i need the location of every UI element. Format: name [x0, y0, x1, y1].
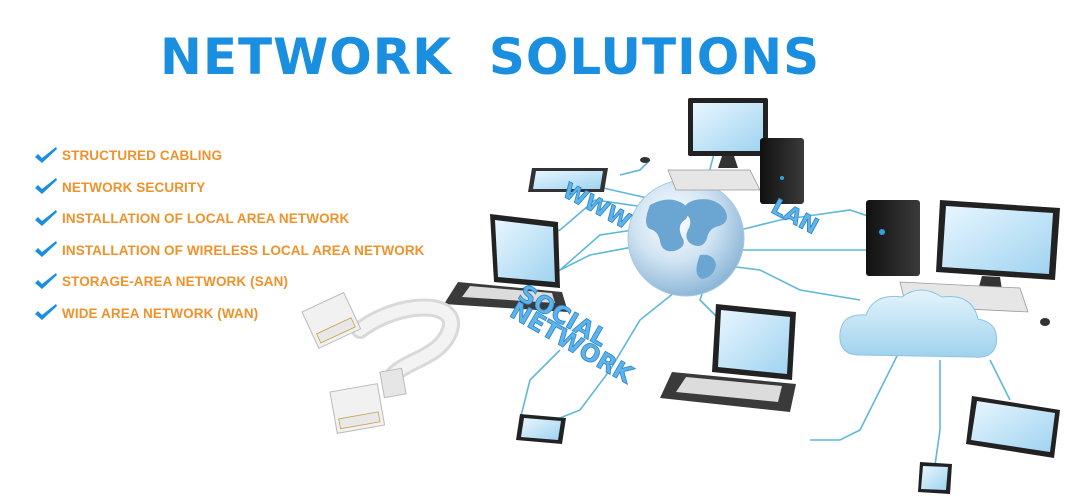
feature-label: STORAGE-AREA NETWORK (SAN)	[62, 274, 289, 290]
feature-item: WIDE AREA NETWORK (WAN)	[34, 298, 425, 330]
feature-item: INSTALLATION OF WIRELESS LOCAL AREA NETW…	[34, 235, 425, 267]
page-title: NETWORK SOLUTIONS	[160, 28, 821, 86]
laptop-icon	[660, 304, 796, 412]
feature-item: STORAGE-AREA NETWORK (SAN)	[34, 266, 425, 298]
desktop-computer-icon	[866, 200, 1060, 326]
cloud-icon	[839, 289, 998, 358]
desktop-computer-icon	[640, 98, 804, 204]
smartphone-icon	[918, 462, 952, 494]
feature-label: STRUCTURED CABLING	[62, 148, 223, 164]
checkmark-icon	[35, 241, 57, 258]
globe-icon	[627, 179, 745, 297]
checkmark-icon	[35, 272, 57, 289]
feature-item: INSTALLATION OF LOCAL AREA NETWORK	[34, 203, 425, 235]
tablet-icon	[966, 396, 1060, 458]
feature-label: WIDE AREA NETWORK (WAN)	[62, 305, 259, 321]
tablet-icon	[528, 168, 608, 192]
checkmark-icon	[35, 178, 57, 195]
smartphone-icon	[516, 414, 566, 444]
checkmark-icon	[35, 304, 57, 321]
checkmark-icon	[35, 146, 57, 163]
feature-label: NETWORK SECURITY	[62, 179, 206, 195]
ethernet-cable-icon	[301, 291, 460, 434]
feature-item: NETWORK SECURITY	[34, 172, 425, 204]
laptop-icon	[444, 214, 568, 312]
feature-item: STRUCTURED CABLING	[34, 140, 425, 172]
feature-label: INSTALLATION OF LOCAL AREA NETWORK	[62, 211, 350, 227]
checkmark-icon	[35, 209, 57, 226]
feature-label: INSTALLATION OF WIRELESS LOCAL AREA NETW…	[62, 242, 425, 258]
feature-list: STRUCTURED CABLING NETWORK SECURITY INST…	[34, 140, 425, 329]
